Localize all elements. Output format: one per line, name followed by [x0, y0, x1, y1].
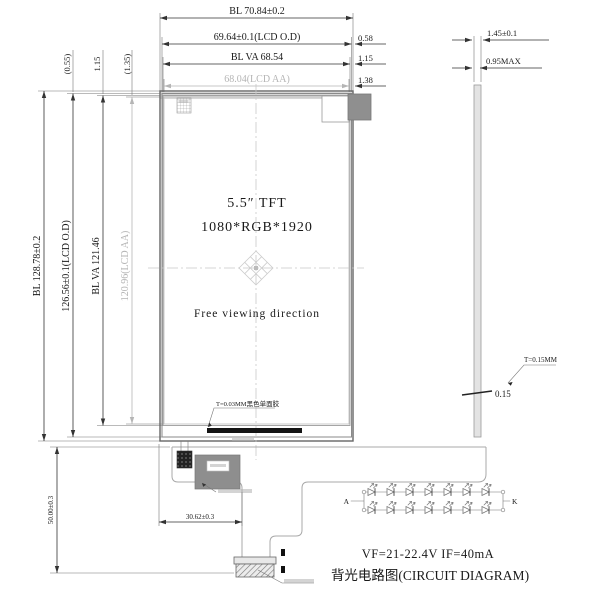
circuit-caption: 背光电路图(CIRCUIT DIAGRAM): [331, 568, 529, 583]
dim-bl-va-width: BL VA 68.54: [231, 52, 283, 63]
panel-resolution-label: 1080*RGB*1920: [201, 220, 313, 235]
lcd-od-outline: [161, 93, 352, 438]
dim-panel-thickness: 0.95MAX: [486, 56, 521, 66]
dim-top-offset-va: 1.15: [92, 57, 102, 72]
dim-offset-od: 0.58: [358, 33, 373, 43]
dim-lcd-od-height: 126.56±0.1(LCD O.D): [61, 220, 72, 312]
circuit-nodes: [361, 489, 506, 513]
center-target-mark: [238, 250, 274, 286]
circuit-spec: VF=21-22.4V IF=40mA: [362, 547, 494, 561]
backlight-circuit: A K VF=21-22.4V IF=40mA 背光电路图(CIRCUIT DI…: [331, 482, 529, 583]
dim-top-offset-aa: (1.35): [122, 54, 132, 75]
side-view: 1.45±0.1 0.95MAX T=0.15MM 0.15: [452, 28, 558, 438]
dim-tape-thickness: 0.15: [495, 389, 511, 399]
side-tape-note: T=0.15MM: [524, 356, 558, 364]
centerlines: [148, 84, 364, 460]
dim-lcd-aa-height: 120.96(LCD AA): [120, 231, 131, 302]
backlight-outline: [159, 90, 354, 442]
tape-note: T=0.03MM黑色单面胶: [216, 399, 280, 408]
anode-label: A: [344, 497, 350, 506]
dim-top-offset-od: (0.55): [62, 54, 72, 75]
dim-total-thickness: 1.45±0.1: [487, 28, 517, 38]
led-branch-bottom: [367, 500, 492, 514]
corner-window: [321, 95, 350, 123]
led-branch-top: [367, 482, 492, 496]
front-view-panel: 5.5″ TFT 1080*RGB*1920 Free viewing dire…: [148, 84, 372, 460]
connector-body: [235, 563, 275, 578]
black-tape-strip: [207, 428, 302, 433]
dim-lcd-aa-width: 68.04(LCD AA): [224, 74, 290, 85]
va-outline: [162, 95, 351, 426]
cathode-label: K: [512, 497, 518, 506]
dim-offset-va: 1.15: [358, 53, 373, 63]
top-dimension-chain: BL 70.84±0.2 69.64±0.1(LCD O.D) BL VA 68…: [159, 6, 386, 97]
corner-gray-pad: [347, 93, 372, 121]
side-profile-bar: [473, 84, 482, 438]
dim-bl-width: BL 70.84±0.2: [229, 6, 284, 17]
panel-size-label: 5.5″ TFT: [227, 196, 286, 211]
viewing-direction-label: Free viewing direction: [194, 308, 320, 320]
fpc-black-pad: [176, 450, 193, 469]
tape-thickness-tick: [461, 390, 493, 396]
dim-bl-height: BL 128.78±0.2: [32, 236, 43, 296]
connector-tick-2: [281, 566, 285, 573]
dim-bl-va-height: BL VA 121.46: [91, 237, 102, 294]
left-dimension-chain: BL 128.78±0.2 126.56±0.1(LCD O.D) BL VA …: [32, 50, 164, 442]
dim-lcd-od-width: 69.64±0.1(LCD O.D): [214, 32, 301, 43]
dim-offset-aa: 1.38: [358, 75, 373, 85]
fpc-right-outline: [269, 447, 487, 557]
dim-fpc-offset: 30.62±0.3: [186, 513, 215, 521]
stiffener-plate: [194, 454, 241, 490]
connector-top: [233, 556, 277, 565]
fpc-assembly: 30.62±0.3 50.00±0.3: [47, 441, 487, 584]
dim-fpc-length: 50.00±0.3: [47, 495, 55, 524]
connector-tick-1: [281, 549, 285, 556]
aa-outline: [163, 96, 350, 425]
